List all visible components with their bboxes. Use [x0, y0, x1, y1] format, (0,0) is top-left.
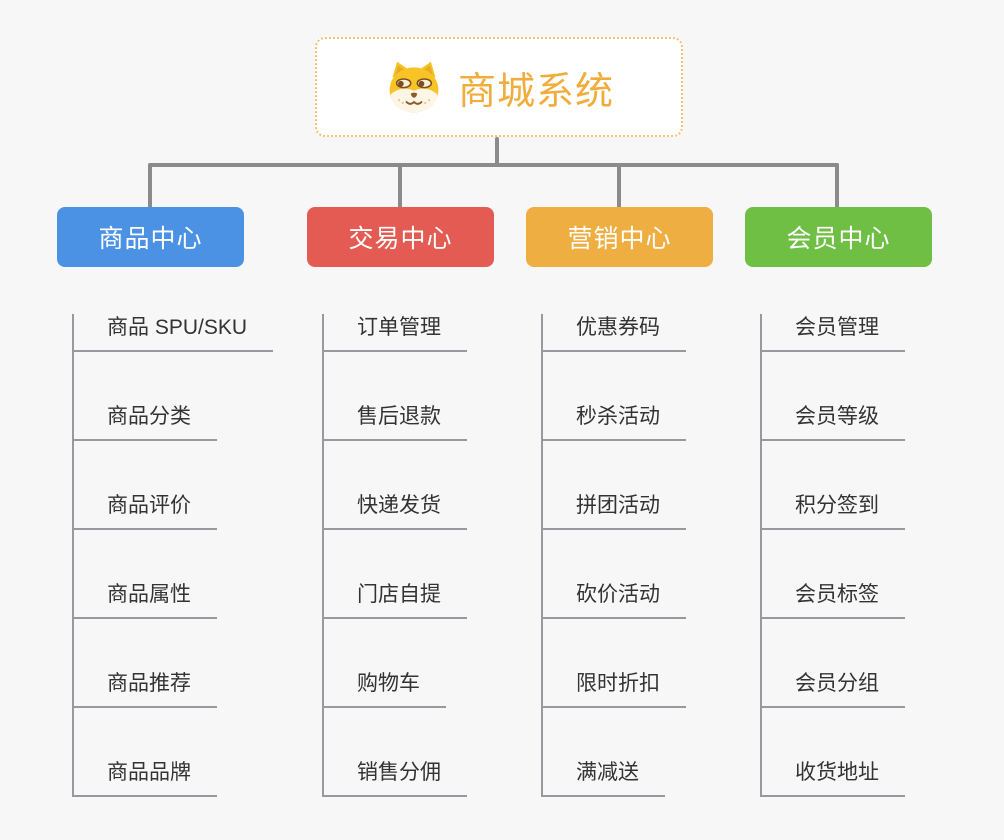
leaf-topic[interactable]: 积分签到 — [762, 492, 905, 530]
leaf-topic[interactable]: 会员分组 — [762, 670, 905, 708]
leaf-topic[interactable]: 销售分佣 — [324, 759, 467, 797]
branch-node-member-center[interactable]: 会员中心 — [745, 207, 932, 267]
connector-root-drop — [495, 137, 499, 167]
connector-bus — [148, 163, 839, 167]
leaf-topic[interactable]: 优惠券码 — [543, 314, 686, 352]
branch-member-children: 会员管理 会员等级 积分签到 会员标签 会员分组 收货地址 — [760, 314, 905, 797]
leaf-topic[interactable]: 收货地址 — [762, 759, 905, 797]
leaf-topic[interactable]: 会员标签 — [762, 581, 905, 619]
leaf-topic[interactable]: 商品评价 — [74, 492, 217, 530]
leaf-topic[interactable]: 商品属性 — [74, 581, 217, 619]
branch-node-product-center[interactable]: 商品中心 — [57, 207, 244, 267]
leaf-topic[interactable]: 快递发货 — [324, 492, 467, 530]
leaf-topic[interactable]: 限时折扣 — [543, 670, 686, 708]
branch-product-center: 商品中心 商品 SPU/SKU 商品分类 商品评价 商品属性 商品推荐 商品品牌 — [57, 207, 274, 797]
leaf-topic[interactable]: 拼团活动 — [543, 492, 686, 530]
branch-trade-center: 交易中心 订单管理 售后退款 快递发货 门店自提 购物车 销售分佣 — [307, 207, 494, 797]
leaf-topic[interactable]: 订单管理 — [324, 314, 467, 352]
dog-face-icon — [384, 58, 444, 116]
leaf-topic[interactable]: 秒杀活动 — [543, 403, 686, 441]
branch-trade-children: 订单管理 售后退款 快递发货 门店自提 购物车 销售分佣 — [322, 314, 467, 797]
leaf-topic[interactable]: 会员管理 — [762, 314, 905, 352]
leaf-topic[interactable]: 购物车 — [324, 670, 446, 708]
leaf-topic[interactable]: 会员等级 — [762, 403, 905, 441]
leaf-topic[interactable]: 商品 SPU/SKU — [74, 314, 274, 352]
leaf-topic[interactable]: 商品推荐 — [74, 670, 217, 708]
root-topic[interactable]: 商城系统 — [315, 37, 683, 137]
leaf-topic[interactable]: 砍价活动 — [543, 581, 686, 619]
branch-marketing-center: 营销中心 优惠券码 秒杀活动 拼团活动 砍价活动 限时折扣 满减送 — [526, 207, 713, 797]
root-topic-title: 商城系统 — [457, 70, 614, 113]
connector-drop-trade — [398, 163, 402, 209]
connector-drop-member — [835, 163, 839, 209]
leaf-topic[interactable]: 售后退款 — [324, 403, 467, 441]
leaf-topic[interactable]: 满减送 — [543, 759, 665, 797]
leaf-topic[interactable]: 商品分类 — [74, 403, 217, 441]
branch-node-marketing-center[interactable]: 营销中心 — [526, 207, 713, 267]
connector-drop-product — [148, 163, 152, 209]
leaf-topic[interactable]: 商品品牌 — [74, 759, 217, 797]
leaf-topic[interactable]: 门店自提 — [324, 581, 467, 619]
branch-node-trade-center[interactable]: 交易中心 — [307, 207, 494, 267]
connector-drop-marketing — [617, 163, 621, 209]
branch-product-children: 商品 SPU/SKU 商品分类 商品评价 商品属性 商品推荐 商品品牌 — [72, 314, 274, 797]
branch-member-center: 会员中心 会员管理 会员等级 积分签到 会员标签 会员分组 收货地址 — [745, 207, 932, 797]
branch-marketing-children: 优惠券码 秒杀活动 拼团活动 砍价活动 限时折扣 满减送 — [541, 314, 686, 797]
